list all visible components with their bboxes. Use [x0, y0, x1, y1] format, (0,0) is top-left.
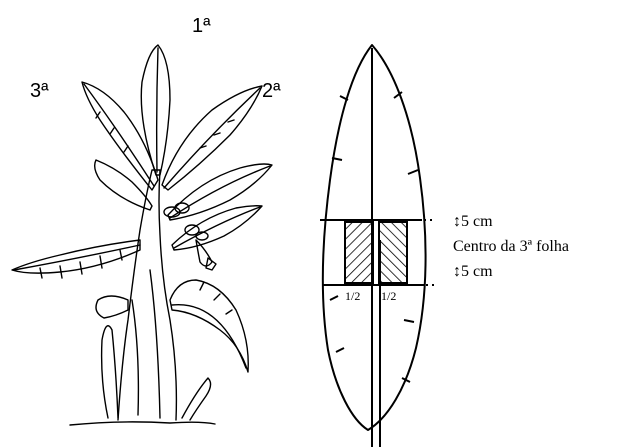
label-top-distance: ↕5 cm — [453, 213, 493, 230]
leaf-left-upper — [95, 160, 152, 210]
leaf-left-lower — [96, 296, 128, 318]
sucker-left — [102, 326, 118, 418]
label-right-half: 1/2 — [381, 289, 396, 303]
label-first-leaf: 1ª — [192, 15, 211, 37]
label-bottom-distance: ↕5 cm — [453, 263, 493, 280]
banana-bunch — [164, 203, 216, 270]
leaf-1 — [141, 45, 170, 175]
sucker-right — [182, 378, 211, 420]
label-second-leaf: 2ª — [262, 80, 281, 102]
leaf-outline — [323, 45, 426, 430]
label-center-third-leaf: Centro da 3ª folha — [453, 238, 569, 255]
label-third-leaf: 3ª — [30, 80, 49, 102]
ground-line — [70, 422, 215, 425]
sample-area-right — [379, 222, 407, 283]
banana-plant-illustration — [12, 45, 272, 425]
leaf-right-large — [170, 280, 248, 372]
sample-area-left — [345, 222, 373, 283]
label-left-half: 1/2 — [345, 289, 360, 303]
leaf-2 — [162, 86, 262, 190]
